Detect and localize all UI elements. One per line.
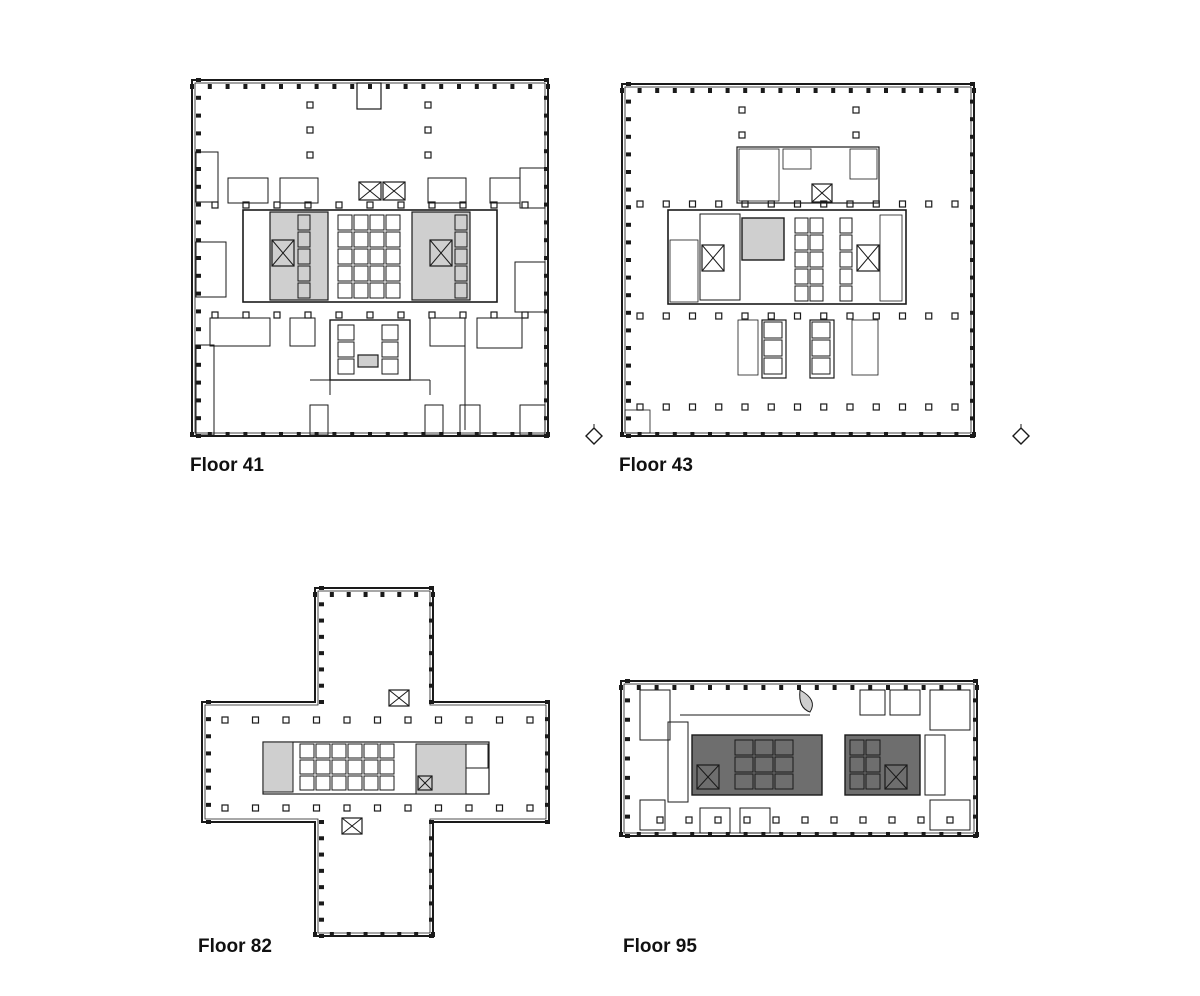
floor-43-label: Floor 43: [619, 455, 693, 476]
floor-95-plan: [619, 679, 979, 838]
north-arrow-icon-floor-41: [585, 424, 603, 445]
floor-82-label: Floor 82: [198, 936, 272, 957]
floor-82-plan: [201, 586, 550, 938]
floor-41-label: Floor 41: [190, 455, 264, 476]
north-arrow-icon-floor-43: [1012, 424, 1030, 445]
floor-95-label: Floor 95: [623, 936, 697, 957]
floor-41-plan: [190, 78, 550, 438]
floor-43-plan: [620, 82, 976, 438]
